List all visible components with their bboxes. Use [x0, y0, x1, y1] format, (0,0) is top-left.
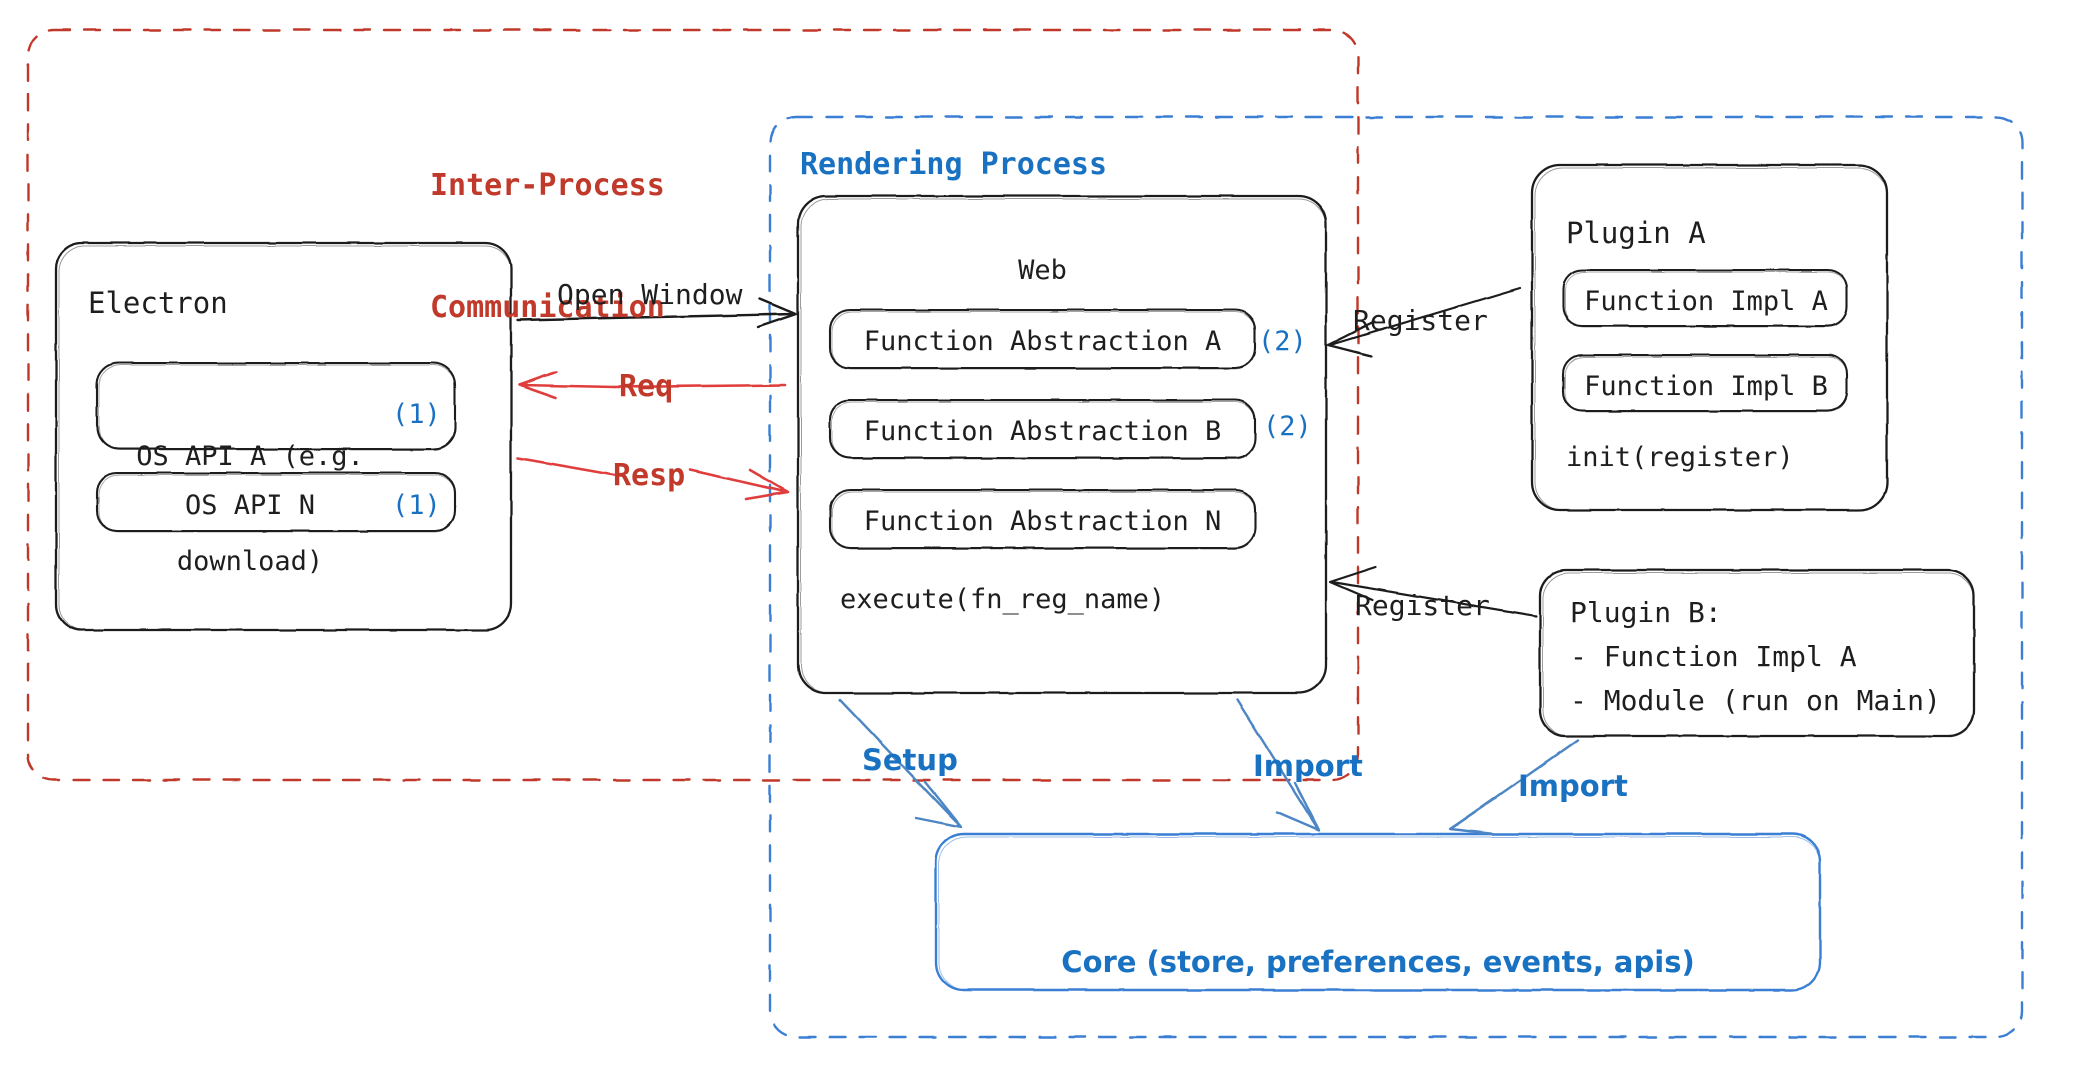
plugin-b-item-0: - Function Impl A	[1570, 640, 1857, 673]
arrow-label-import-middle: Import	[1253, 749, 1363, 783]
web-title: Web	[1018, 255, 1067, 286]
function-abstraction-b-badge: (2)	[1263, 411, 1312, 442]
rendering-process-label: Rendering Process	[800, 147, 1108, 182]
ipc-container-label: Inter-Process Communication	[430, 84, 665, 410]
arrow-label-setup: Setup	[862, 743, 958, 777]
arrow-label-register-bottom: Register	[1355, 589, 1490, 622]
plugin-b-title: Plugin B:	[1570, 596, 1722, 629]
arrow-label-register-top: Register	[1353, 304, 1488, 337]
core-line-1: Core (store, preferences, events, apis)	[1061, 944, 1695, 979]
electron-title: Electron	[88, 286, 228, 320]
core-box-text: Core (store, preferences, events, apis) …	[940, 855, 1816, 1066]
arrow-label-open-window: Open Window	[557, 278, 743, 311]
os-api-a-badge: (1)	[392, 399, 441, 430]
arrow-label-req: Req	[619, 369, 674, 404]
ipc-label-line1: Inter-Process	[430, 167, 665, 203]
plugin-a-init-label: init(register)	[1566, 442, 1794, 473]
arrow-label-resp: Resp	[613, 458, 686, 493]
function-abstraction-n-label: Function Abstraction N	[863, 506, 1222, 537]
plugin-a-function-impl-a: Function Impl A	[1584, 286, 1828, 317]
function-abstraction-a-badge: (2)	[1258, 326, 1307, 357]
os-api-a-line1: OS API A (e.g.	[136, 441, 364, 473]
os-api-n-label: OS API N	[184, 490, 316, 521]
arrow-label-import-right: Import	[1518, 769, 1628, 803]
function-abstraction-a-label: Function Abstraction A	[863, 326, 1222, 357]
web-execute-label: execute(fn_reg_name)	[840, 584, 1166, 615]
os-api-n-badge: (1)	[392, 490, 441, 521]
os-api-a-line2: download)	[176, 546, 324, 578]
ipc-label-line2: Communication	[430, 289, 665, 325]
function-abstraction-b-label: Function Abstraction B	[863, 416, 1222, 447]
os-api-a-label: OS API A (e.g. download)	[120, 369, 380, 650]
plugin-a-title: Plugin A	[1566, 216, 1706, 250]
plugin-b-item-1: - Module (run on Main)	[1570, 684, 1941, 717]
plugin-a-function-impl-b: Function Impl B	[1584, 371, 1828, 402]
